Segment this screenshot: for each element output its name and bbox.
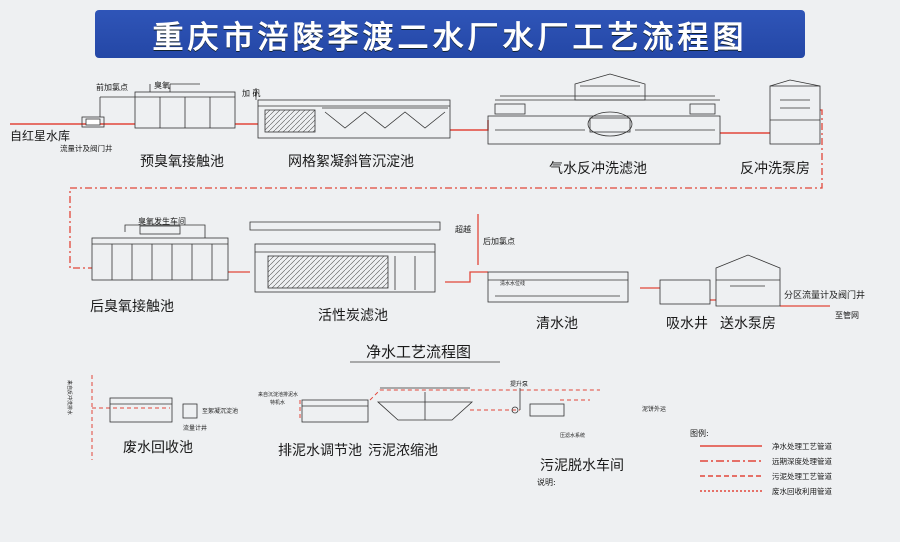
- legend-title: 图例:: [690, 428, 709, 438]
- flowmeter-label: 流量计及阀门井: [60, 143, 113, 153]
- pump-house-drawing: [769, 79, 821, 145]
- pump-house-label: 反冲洗泵房: [740, 161, 810, 177]
- to-network-label: 至管网: [835, 310, 859, 320]
- subtitle: 净水工艺流程图: [366, 343, 471, 361]
- sludge-balance-in2-label: 特机水: [270, 399, 285, 406]
- pre-ozone-tank-label: 预臭氧接触池: [140, 153, 224, 170]
- delivery-pump-label: 送水泵房: [720, 316, 776, 332]
- overflow-label: 超越: [455, 224, 471, 234]
- pre-ozone-tank-drawing: [99, 83, 236, 129]
- dewater-inner-label: 压滤水系统: [560, 432, 585, 439]
- main-pipe-vertical: [69, 109, 823, 269]
- carbon-filter-label: 活性炭滤池: [318, 308, 388, 324]
- sludge-thicken-drawing: [376, 387, 474, 421]
- post-ozone-tank-label: 后臭氧接触池: [90, 298, 174, 315]
- mud-out-label: 泥饼外运: [642, 405, 666, 413]
- sedimentation-tank-drawing: [255, 88, 451, 139]
- filter-drawing: [487, 73, 721, 145]
- lift-label: 提升泵: [510, 380, 528, 388]
- title-banner: 重庆市涪陵李渡二水厂水厂工艺流程图: [95, 10, 805, 58]
- source-label: 自红星水库: [10, 128, 70, 143]
- pre-chlorine-label: 前加氯点: [96, 82, 128, 92]
- legend-label-0: 净水处理工艺管道: [772, 441, 832, 451]
- waste-recovery-label: 废水回收池: [123, 440, 193, 456]
- post-chlorine-label: 后加氯点: [483, 236, 515, 246]
- post-ozone-tank-drawing: [91, 224, 229, 281]
- sedimentation-label: 网格絮凝斜管沉淀池: [288, 153, 414, 170]
- clear-well-drawing: [487, 271, 629, 303]
- alum-label: 加 矾: [242, 88, 261, 98]
- legend-label-1: 远期深度处理管道: [772, 456, 832, 466]
- waste-pipes: [91, 375, 600, 460]
- main-pipe-row2: [228, 214, 830, 307]
- page-title: 重庆市涪陵李渡二水厂水厂工艺流程图: [152, 19, 748, 56]
- ozone-generator-label: 臭氧发生车间: [138, 216, 186, 226]
- sludge-balance-drawing: [301, 399, 369, 423]
- sludge-balance-label: 排泥水调节池: [278, 443, 362, 459]
- pump-station-drawing: [659, 254, 781, 307]
- legend-label-2: 污泥处理工艺管道: [772, 471, 832, 481]
- carbon-filter-drawing: [249, 221, 441, 293]
- filter-label: 气水反冲洗滤池: [549, 161, 647, 177]
- sludge-balance-in-label: 来自沉淀池排泥水: [258, 391, 298, 398]
- sludge-dewater-label: 污泥脱水车间: [540, 457, 624, 474]
- sludge-thicken-label: 污泥浓缩池: [368, 443, 438, 459]
- recovery-out-label: 至絮凝沉淀池: [202, 407, 238, 415]
- district-meter-label: 分区流量计及阀门井: [784, 289, 865, 301]
- clear-well-inner-label: 清水水位线: [500, 280, 525, 287]
- main-pipe-row1: [10, 120, 770, 134]
- flowmeter-well: [81, 116, 105, 128]
- waste-recovery-drawing: [109, 397, 198, 423]
- suction-well-label: 吸水井: [666, 316, 708, 332]
- legend-label-3: 废水回收利用管道: [772, 486, 832, 496]
- recovery-pipe-label: 来自反冲洗排水: [66, 380, 73, 415]
- dewater-drawing: [511, 388, 565, 417]
- ozone-label: 臭氧: [154, 80, 170, 90]
- flow-meter-label: 流量计井: [183, 424, 207, 432]
- clear-well-label: 清水池: [536, 316, 578, 332]
- note-label: 说明:: [537, 477, 556, 487]
